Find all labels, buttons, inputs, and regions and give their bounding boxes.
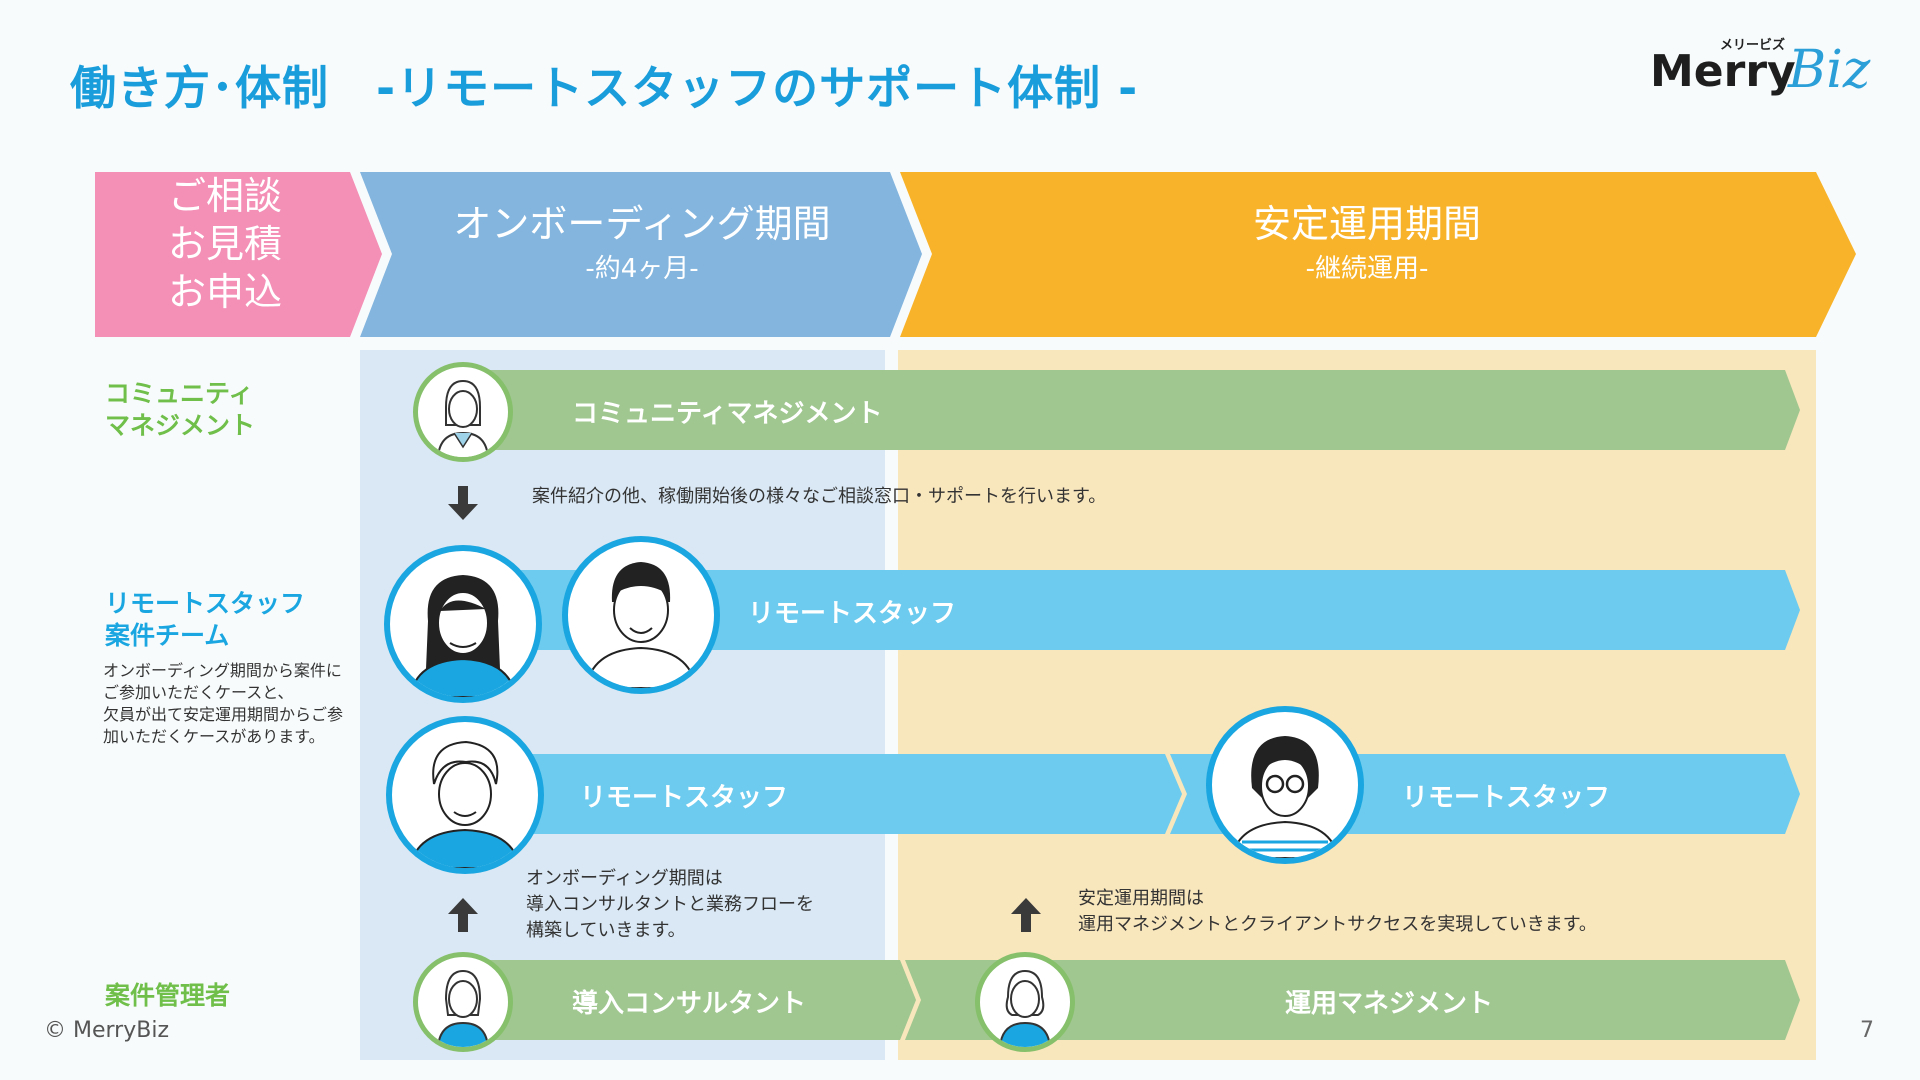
up-arrow-icon bbox=[448, 898, 478, 932]
up-arrow-icon bbox=[1011, 898, 1041, 932]
woman-icon bbox=[390, 551, 536, 697]
consultant-avatar bbox=[413, 952, 513, 1052]
remote-staff-man-avatar bbox=[562, 536, 720, 694]
onboarding-description: オンボーディング期間は 導入コンサルタントと業務フローを 構築していきます。 bbox=[526, 866, 814, 944]
stable-description: 安定運用期間は 運用マネジメントとクライアントサクセスを実現していきます。 bbox=[1078, 886, 1597, 938]
staff2a-bar-label: リモートスタッフ bbox=[580, 777, 788, 814]
man-icon bbox=[392, 722, 538, 868]
woman-glasses-icon bbox=[1212, 712, 1358, 858]
stable-desc-line1: 安定運用期間は bbox=[1078, 886, 1597, 912]
onboarding-desc-line1: オンボーディング期間は bbox=[526, 866, 814, 892]
remote-staff-man2-avatar bbox=[386, 716, 544, 874]
down-arrow-icon bbox=[448, 486, 478, 520]
woman-icon bbox=[418, 367, 508, 457]
onboarding-desc-line2: 導入コンサルタントと業務フローを bbox=[526, 892, 814, 918]
onboarding-desc-line3: 構築していきます。 bbox=[526, 918, 814, 944]
stable-desc-line2: 運用マネジメントとクライアントサクセスを実現していきます。 bbox=[1078, 912, 1597, 938]
man-icon bbox=[568, 542, 714, 688]
consultant-bar-label: 導入コンサルタント bbox=[572, 983, 806, 1020]
community-manager-avatar bbox=[413, 362, 513, 462]
community-description: 案件紹介の他、稼働開始後の様々なご相談窓口・サポートを行います。 bbox=[532, 484, 1106, 510]
operations-manager-avatar bbox=[975, 952, 1075, 1052]
community-bar-label: コミュニティマネジメント bbox=[572, 393, 882, 430]
copyright: © MerryBiz bbox=[44, 1018, 169, 1043]
page-number: 7 bbox=[1860, 1018, 1874, 1043]
remote-staff-woman2-avatar bbox=[1206, 706, 1364, 864]
woman-icon bbox=[418, 957, 508, 1047]
staff1-bar-label: リモートスタッフ bbox=[748, 593, 956, 630]
remote-staff-woman-avatar bbox=[384, 545, 542, 703]
staff2b-bar-label: リモートスタッフ bbox=[1402, 777, 1610, 814]
ops-bar-label: 運用マネジメント bbox=[1285, 983, 1493, 1020]
woman-icon bbox=[980, 957, 1070, 1047]
